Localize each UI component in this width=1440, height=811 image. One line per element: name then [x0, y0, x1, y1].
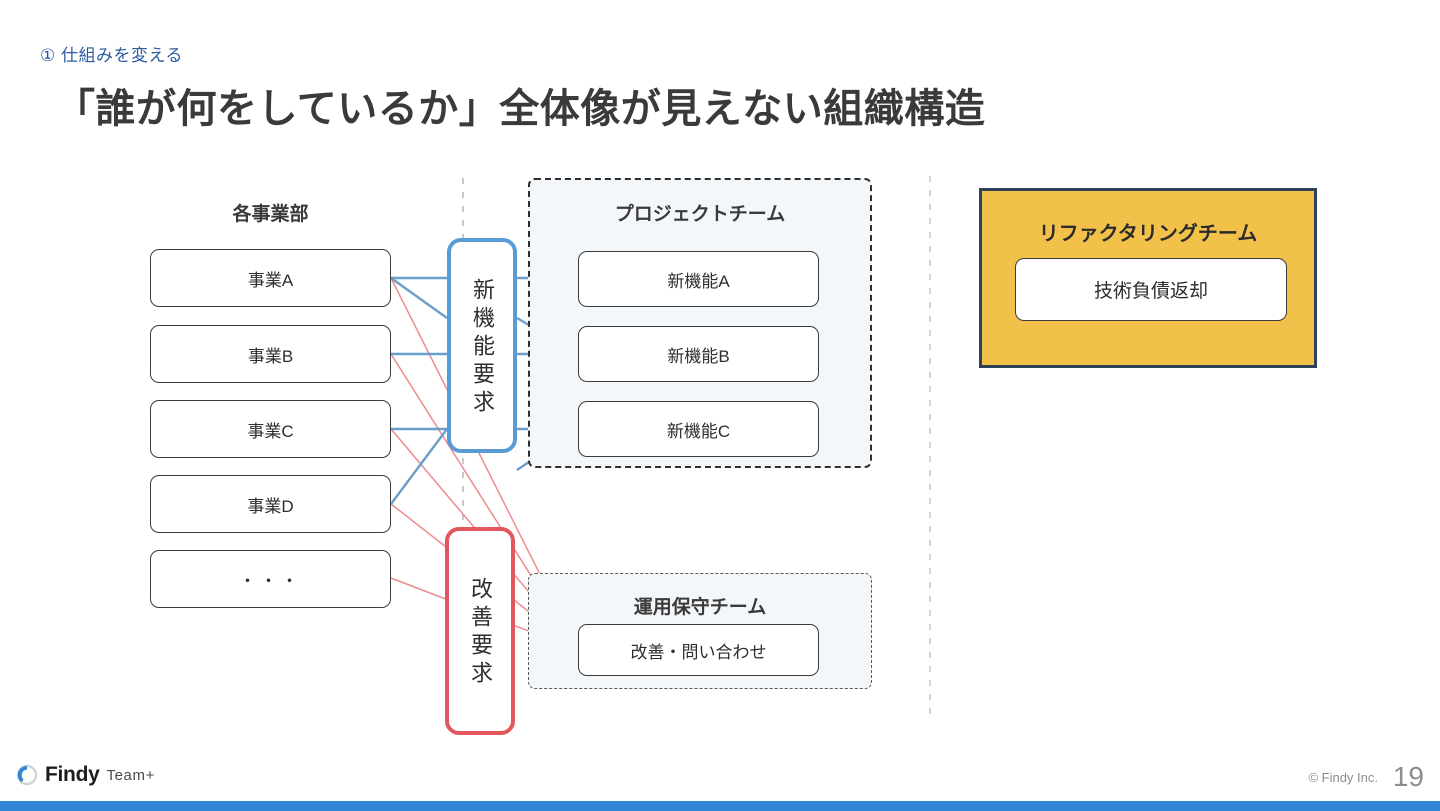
- refactoring-team-heading: リファクタリングチーム: [1038, 223, 1258, 245]
- feature-box-c[interactable]: 新機能C: [578, 401, 819, 457]
- footer-accent-bar: [0, 801, 1440, 811]
- brand-sub: Team+: [106, 766, 155, 784]
- business-unit-box-c[interactable]: 事業C: [150, 400, 391, 458]
- page-number: 19: [1392, 761, 1424, 792]
- feature-label: 新機能A: [667, 271, 730, 291]
- business-unit-box-more[interactable]: ・・・: [150, 550, 391, 608]
- brand-logo: Findy Team+: [16, 763, 155, 787]
- improvement-request-label: 改善要求: [468, 577, 493, 689]
- feature-label: 新機能B: [667, 346, 730, 366]
- ops-request-label: 改善・問い合わせ: [630, 642, 767, 662]
- findy-logo-icon: [16, 764, 38, 786]
- business-unit-box-b[interactable]: 事業B: [150, 325, 391, 383]
- business-unit-label: 事業D: [247, 496, 294, 516]
- feature-box-b[interactable]: 新機能B: [578, 326, 819, 382]
- improvement-request-pill[interactable]: 改善要求: [445, 527, 515, 735]
- page-title: 「誰が何をしているか」全体像が見えない組織構造: [55, 87, 986, 131]
- new-feature-request-label: 新機能要求: [470, 277, 495, 418]
- business-unit-label: ・・・: [239, 571, 302, 591]
- tech-debt-box[interactable]: 技術負債返却: [1015, 258, 1287, 321]
- tech-debt-label: 技術負債返却: [1093, 281, 1208, 302]
- business-unit-label: 事業A: [247, 270, 294, 290]
- business-unit-label: 事業C: [247, 421, 294, 441]
- business-unit-box-a[interactable]: 事業A: [150, 249, 391, 307]
- business-unit-label: 事業B: [247, 346, 294, 366]
- feature-label: 新機能C: [666, 421, 731, 441]
- ops-team-heading: 運用保守チーム: [633, 597, 767, 618]
- new-feature-request-lines-in: [390, 276, 448, 505]
- project-team-heading: プロジェクトチーム: [614, 204, 786, 225]
- ops-request-box[interactable]: 改善・問い合わせ: [578, 624, 819, 676]
- business-unit-box-d[interactable]: 事業D: [150, 475, 391, 533]
- section-eyebrow: ① 仕組みを変える: [40, 46, 183, 65]
- left-column-heading: 各事業部: [232, 204, 309, 225]
- brand-name: Findy: [45, 763, 100, 786]
- refactoring-team-card[interactable]: リファクタリングチーム 技術負債返却: [979, 188, 1317, 368]
- new-feature-request-pill[interactable]: 新機能要求: [447, 238, 517, 453]
- feature-box-a[interactable]: 新機能A: [578, 251, 819, 307]
- copyright-text: © Findy Inc.: [1308, 770, 1378, 785]
